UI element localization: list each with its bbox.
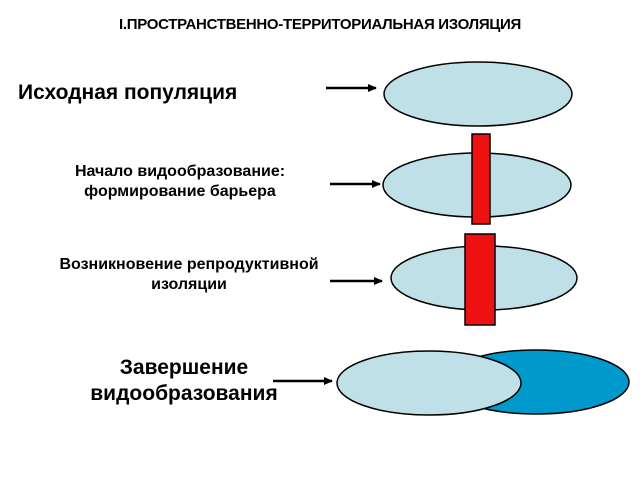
stage-3-line-1: Возникновение репродуктивной (59, 256, 319, 273)
stage-1-label: Исходная популяция (18, 80, 237, 106)
diagram-title: I.ПРОСТРАНСТВЕННО-ТЕРРИТОРИАЛЬНАЯ ИЗОЛЯЦ… (119, 16, 521, 33)
stage-2-line-1: Начало видообразование: (74, 163, 286, 180)
stage-4-label: Завершение видообразования (44, 355, 324, 408)
parent-species-ellipse (336, 350, 522, 416)
stage-2-line-2: формирование барьера (84, 183, 276, 200)
barrier-rect-stage-3 (464, 233, 496, 326)
stage-3-line-2: изоляции (151, 276, 227, 293)
original-population-ellipse (383, 61, 573, 127)
stage-1-line-1: Исходная популяция (18, 81, 238, 104)
barrier-rect-stage-2 (471, 133, 491, 225)
stage-4-line-2: видообразования (90, 382, 278, 406)
stage-4-line-1: Завершение (119, 356, 249, 379)
stage-3-label: Возникновение репродуктивной изоляции (14, 255, 364, 295)
stage-2-label: Начало видообразование: формирование бар… (30, 162, 330, 202)
